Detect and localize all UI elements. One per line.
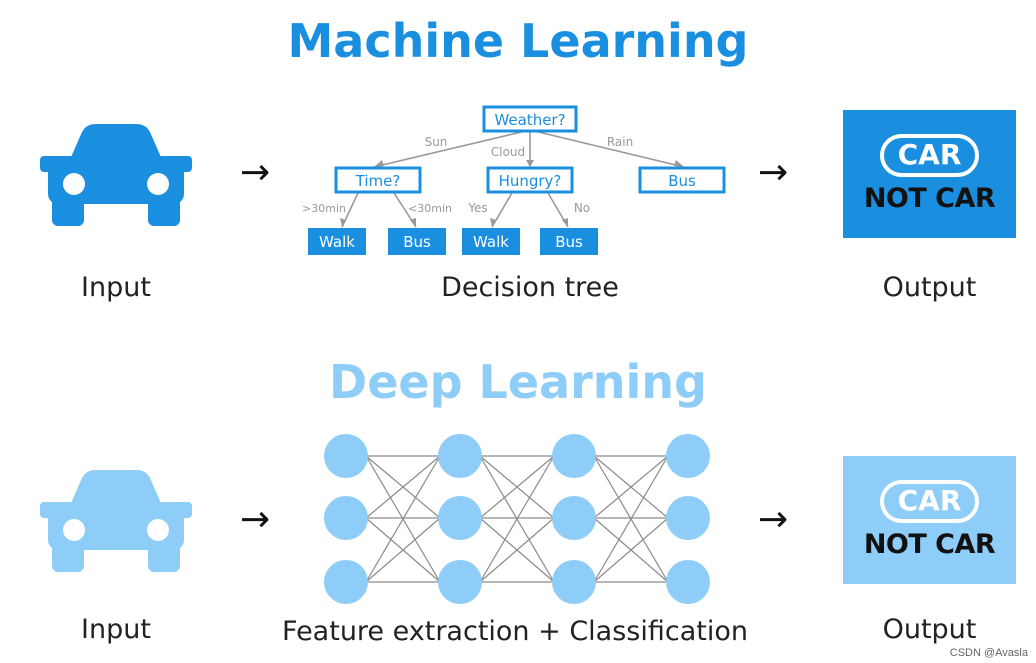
ml-output-caption: Output	[882, 272, 977, 303]
tree-hungry-node: Hungry?	[499, 172, 562, 190]
network-node	[552, 560, 596, 604]
network-edge	[593, 455, 669, 583]
dl-input-caption: Input	[81, 614, 151, 645]
network-edge	[479, 455, 555, 519]
branch-label: Yes	[467, 201, 487, 215]
network-edge	[593, 517, 669, 583]
network-node	[552, 496, 596, 540]
branch-label: Rain	[607, 135, 633, 149]
tree-root-node: Weather?	[494, 111, 565, 129]
network-node	[438, 560, 482, 604]
network-edge	[479, 455, 555, 583]
ml-output-box: CAR NOT CAR	[843, 110, 1016, 238]
right-arrow-icon: →	[240, 499, 271, 540]
network-edge	[365, 517, 441, 583]
not-car-label: NOT CAR	[863, 529, 996, 561]
neural-network	[324, 434, 710, 604]
watermark: CSDN @Avasla	[949, 647, 1028, 659]
network-node	[324, 560, 368, 604]
ml-method-caption: Decision tree	[441, 272, 619, 303]
car-icon	[40, 470, 192, 572]
network-edge	[365, 455, 441, 519]
tree-leaf: Bus	[403, 233, 431, 251]
branch-label: <30min	[408, 202, 452, 215]
right-arrow-icon: →	[758, 152, 789, 193]
dl-output-box: CAR NOT CAR	[843, 456, 1016, 584]
dl-output-caption: Output	[882, 614, 977, 645]
car-icon	[40, 124, 192, 226]
tree-time-node: Time?	[355, 172, 401, 190]
network-edge	[479, 517, 555, 583]
right-arrow-icon: →	[240, 152, 271, 193]
tree-leaf: Walk	[319, 233, 355, 251]
car-label: CAR	[879, 133, 980, 178]
branch-label: No	[574, 201, 590, 215]
network-node	[324, 434, 368, 478]
tree-leaf: Bus	[555, 233, 583, 251]
deep-learning-title: Deep Learning	[329, 355, 707, 409]
branch-label: Cloud	[491, 145, 525, 159]
network-node	[666, 560, 710, 604]
dl-method-caption: Feature extraction + Classification	[282, 616, 748, 647]
tree-rain-leaf: Bus	[668, 172, 696, 190]
network-node	[552, 434, 596, 478]
branch-label: Sun	[425, 135, 448, 149]
network-node	[666, 434, 710, 478]
car-label: CAR	[879, 479, 980, 524]
tree-leaf: Walk	[473, 233, 509, 251]
right-arrow-icon: →	[758, 499, 789, 540]
network-edge	[593, 455, 669, 519]
machine-learning-title: Machine Learning	[287, 14, 749, 68]
network-node	[666, 496, 710, 540]
branch-label: >30min	[302, 202, 346, 215]
ml-input-caption: Input	[81, 272, 151, 303]
network-node	[438, 434, 482, 478]
not-car-label: NOT CAR	[863, 183, 996, 215]
network-edge	[365, 455, 441, 583]
network-node	[438, 496, 482, 540]
network-node	[324, 496, 368, 540]
decision-tree: Weather? Time? Hungry? Bus Walk Bus Walk…	[302, 105, 726, 255]
